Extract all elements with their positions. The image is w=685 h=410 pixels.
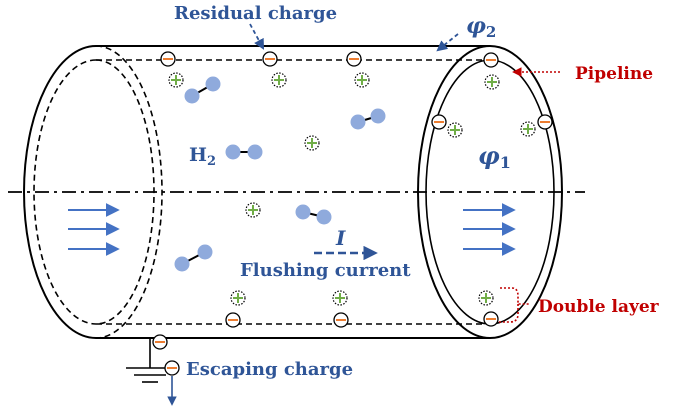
h2-molecule — [184, 76, 221, 104]
positive-charge — [447, 122, 463, 138]
flow-arrows-outlet — [463, 203, 516, 256]
residual-charge-label: Residual charge — [174, 3, 337, 24]
flushing-current-label: Flushing current — [240, 260, 411, 281]
negative-charges — [152, 51, 553, 376]
negative-charge — [537, 114, 553, 130]
phi2-label: φ2 — [466, 13, 496, 41]
phi2-arrow — [436, 33, 459, 52]
h2-molecule — [174, 244, 213, 272]
h2-molecule — [295, 204, 332, 225]
flow-arrows-inlet — [68, 203, 120, 256]
ground-symbol — [126, 338, 174, 383]
escaping-charge-label: Escaping charge — [186, 359, 353, 380]
h2-label: H2 — [189, 144, 216, 169]
positive-charge — [168, 72, 184, 88]
negative-charge — [160, 51, 176, 67]
h2-molecule — [350, 108, 386, 130]
negative-charge — [346, 51, 362, 67]
positive-charges — [168, 72, 536, 306]
current-symbol-label: I — [335, 226, 346, 250]
negative-charge — [483, 311, 499, 327]
positive-charge — [332, 290, 348, 306]
positive-charge — [484, 74, 500, 90]
phi1-label: φ1 — [478, 141, 511, 172]
negative-charge — [164, 360, 180, 376]
positive-charge — [271, 72, 287, 88]
negative-charge — [333, 312, 349, 328]
positive-charge — [478, 290, 494, 306]
negative-charge — [431, 114, 447, 130]
double-layer-bracket — [498, 287, 530, 323]
h2-molecule — [225, 144, 263, 160]
double-layer-label: Double layer — [538, 297, 660, 317]
pipeline-label: Pipeline — [575, 64, 653, 84]
positive-charge — [354, 72, 370, 88]
negative-charge — [225, 312, 241, 328]
positive-charge — [304, 135, 320, 151]
positive-charge — [230, 290, 246, 306]
positive-charge — [245, 202, 261, 218]
residual-charge-arrow — [249, 23, 265, 50]
negative-charge — [262, 51, 278, 67]
h2-molecules — [174, 76, 386, 272]
negative-charge — [152, 334, 168, 350]
negative-charge — [483, 52, 499, 68]
positive-charge — [520, 121, 536, 137]
